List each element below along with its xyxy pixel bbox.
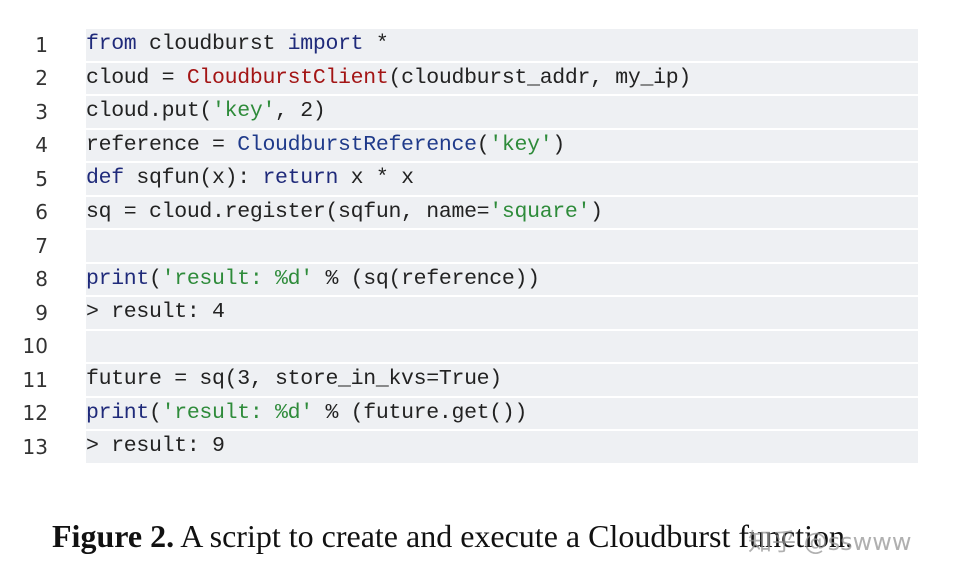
watermark: 知乎 @sswww xyxy=(748,528,912,556)
code-line: 12 print('result: %d' % (future.get()) xyxy=(0,397,968,429)
figure-caption: Figure 2. A script to create and execute… xyxy=(52,518,853,555)
token-str: 'square' xyxy=(489,199,591,224)
token: % (sq(reference)) xyxy=(312,266,540,291)
token-str: 'result: %d' xyxy=(161,400,314,425)
code-line: 11 future = sq(3, store_in_kvs=True) xyxy=(0,364,968,396)
caption-text: A script to create and execute a Cloudbu… xyxy=(174,518,853,554)
code-line: 1 from cloudburst import * xyxy=(0,29,968,61)
token-cls-red: CloudburstClient xyxy=(186,65,389,90)
code-text: print('result: %d' % (future.get()) xyxy=(86,397,918,429)
token-str: 'key' xyxy=(212,99,276,123)
code-line: 6 sq = cloud.register(sqfun, name='square… xyxy=(0,196,968,228)
code-text: from cloudburst import * xyxy=(86,29,918,61)
token: ) xyxy=(590,199,603,224)
line-number: 9 xyxy=(35,300,48,325)
line-number: 5 xyxy=(35,166,48,191)
code-line: 3 cloud.put('key', 2) xyxy=(0,96,968,128)
code-text: > result: 4 xyxy=(86,297,918,329)
code-line: 2 cloud = CloudburstClient(cloudburst_add… xyxy=(0,62,968,94)
code-text: > result: 9 xyxy=(86,431,918,463)
token: (cloudburst_addr, my_ip) xyxy=(388,65,691,90)
code-line: 9 > result: 4 xyxy=(0,297,968,329)
line-number: 8 xyxy=(35,267,48,292)
token: cloudburst xyxy=(136,32,288,56)
token: cloud.put( xyxy=(86,99,213,123)
token: , 2) xyxy=(275,99,326,123)
token: % (future.get()) xyxy=(312,400,528,425)
token: > result: 4 xyxy=(86,300,225,324)
line-number: 13 xyxy=(22,434,48,459)
code-text: sq = cloud.register(sqfun, name='square'… xyxy=(86,196,918,228)
figure-label: Figure 2. xyxy=(52,518,175,554)
token: > result: 9 xyxy=(86,434,225,458)
token-cls-blue: CloudburstReference xyxy=(237,132,477,157)
token: ( xyxy=(476,132,490,157)
token: sqfun(x): xyxy=(123,166,263,190)
token: x * x xyxy=(338,166,414,190)
token: cloud = xyxy=(86,65,187,90)
code-text xyxy=(86,330,918,362)
code-line: 13 > result: 9 xyxy=(0,431,968,463)
code-text: print('result: %d' % (sq(reference)) xyxy=(86,263,918,295)
token-kw: print xyxy=(86,266,150,291)
token-kw: from xyxy=(86,32,137,56)
token: future = sq(3, store_in_kvs=True) xyxy=(86,367,502,391)
line-number: 4 xyxy=(35,133,48,158)
code-text xyxy=(86,230,918,262)
line-number: 10 xyxy=(22,334,48,359)
code-line: 8 print('result: %d' % (sq(reference)) xyxy=(0,263,968,295)
token: sq = cloud.register(sqfun, name= xyxy=(86,199,490,224)
line-number: 1 xyxy=(35,32,48,57)
code-listing: 1 from cloudburst import * 2 cloud = Cloudb… xyxy=(0,29,968,465)
token-kw: def xyxy=(86,166,124,190)
line-number: 7 xyxy=(35,233,48,258)
token: ) xyxy=(552,132,565,157)
code-line: 7 xyxy=(0,230,968,262)
code-text: cloud.put('key', 2) xyxy=(86,96,918,128)
token: ( xyxy=(149,400,162,425)
token: reference = xyxy=(86,132,238,157)
line-number: 3 xyxy=(35,99,48,124)
line-number: 2 xyxy=(35,66,48,91)
token-str: 'key' xyxy=(489,132,553,157)
line-number: 12 xyxy=(22,401,48,426)
code-line: 5 def sqfun(x): return x * x xyxy=(0,163,968,195)
token: ( xyxy=(149,266,162,291)
code-line: 10 xyxy=(0,330,968,362)
token: * xyxy=(363,32,389,56)
line-number: 11 xyxy=(22,367,48,392)
token-kw: print xyxy=(86,400,150,425)
code-line: 4 reference = CloudburstReference('key') xyxy=(0,129,968,161)
code-text: future = sq(3, store_in_kvs=True) xyxy=(86,364,918,396)
code-text: reference = CloudburstReference('key') xyxy=(86,129,918,161)
code-text: cloud = CloudburstClient(cloudburst_addr… xyxy=(86,62,918,94)
token-kw: return xyxy=(262,166,339,190)
token-kw: import xyxy=(287,32,364,56)
token-str: 'result: %d' xyxy=(161,266,314,291)
code-text: def sqfun(x): return x * x xyxy=(86,163,918,195)
line-number: 6 xyxy=(35,200,48,225)
